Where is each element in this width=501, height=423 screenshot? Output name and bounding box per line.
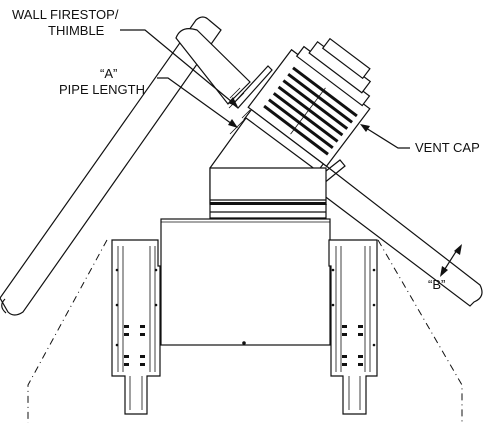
right-wall-outline <box>377 239 463 423</box>
vent-louvers <box>263 66 358 156</box>
left-wall-outline <box>27 239 108 423</box>
appliance-body <box>160 218 331 346</box>
label-pipe-line2: PIPE LENGTH <box>59 82 145 97</box>
right-side-panel <box>328 239 378 415</box>
label-vent-cap: VENT CAP <box>415 140 480 155</box>
dimension-b <box>440 244 462 277</box>
left-roof-board <box>0 16 222 316</box>
left-side-panel <box>111 239 161 415</box>
vent-cap-leader <box>360 124 410 149</box>
label-pipe-line1: “A” <box>100 66 117 81</box>
label-firestop-line1: WALL FIRESTOP/ <box>12 7 119 22</box>
pipe-length-leader <box>157 77 238 128</box>
wall-firestop-thimble <box>228 65 273 109</box>
pipe-elbow <box>209 167 327 219</box>
label-dimension-b: “B” <box>428 277 445 292</box>
firestop-leader <box>120 29 238 107</box>
label-firestop-line2: THIMBLE <box>48 23 105 38</box>
right-roof-board <box>175 28 483 307</box>
